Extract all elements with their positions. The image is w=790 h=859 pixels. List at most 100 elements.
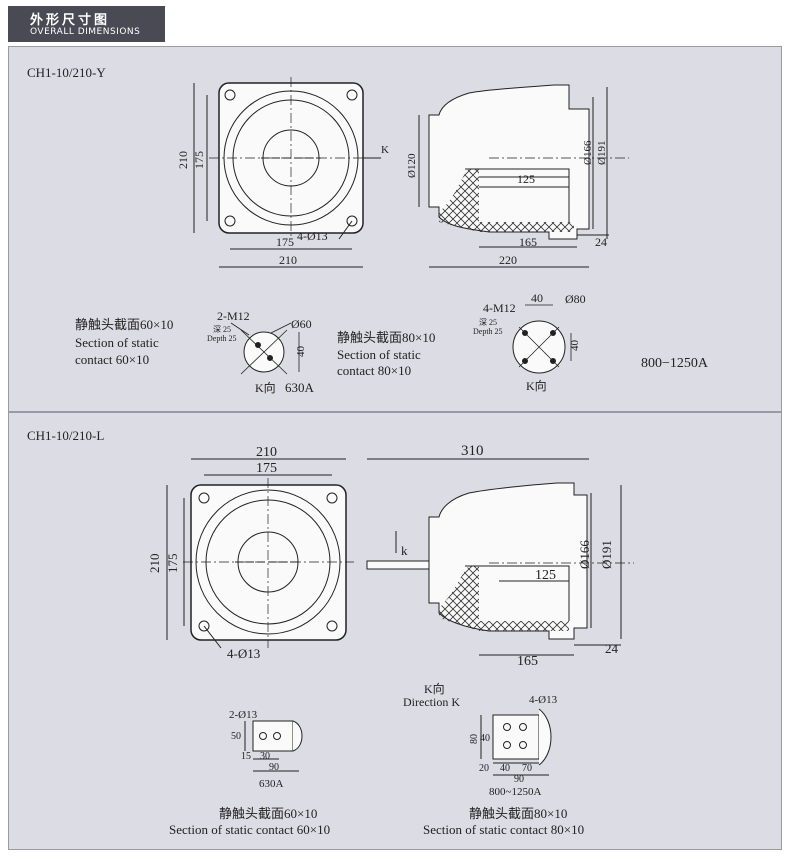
contact80-dim70: 70 xyxy=(522,763,532,774)
drawing-model-y: CH1-10/210-Y 210 175 175 210 4-Ø13 K xyxy=(27,65,709,395)
dim-height-inner: 175 xyxy=(165,554,180,574)
mount-hole-icon xyxy=(198,620,210,632)
bolt-hole-icon xyxy=(503,741,511,749)
contact60-label-en: Section of static contact 60×10 xyxy=(169,822,330,837)
k-view-label: K xyxy=(381,144,389,156)
mount-hole-icon xyxy=(346,215,358,227)
k-label: k xyxy=(401,543,408,558)
contact80-dim40-h: 40 xyxy=(500,763,510,774)
contact80-current: 800~1250A xyxy=(489,786,541,798)
thread-hole-icon xyxy=(255,342,261,348)
contact80-label-cn: 静触头截面80×10 xyxy=(469,806,567,821)
dim-125: 125 xyxy=(517,172,535,186)
bolt-hole-icon xyxy=(519,723,527,731)
contact80-dim40-side: 40 xyxy=(569,340,581,352)
front-view xyxy=(166,458,354,649)
contact80-bar xyxy=(492,714,540,760)
mount-hole-icon xyxy=(326,620,338,632)
panel-model-y: CH1-10/210-Y 210 175 175 210 4-Ø13 K xyxy=(8,46,782,412)
contact60-dim40: 40 xyxy=(295,346,307,358)
bolt-hole-icon xyxy=(259,732,267,740)
panel-model-l: CH1-10/210-L 210 175 210 175 4-Ø13 xyxy=(8,412,782,850)
contact60-dim90: 90 xyxy=(269,762,279,773)
dim-220: 220 xyxy=(499,253,517,267)
mount-hole-icon xyxy=(224,215,236,227)
contact60-section xyxy=(230,322,300,375)
contact-rod xyxy=(366,560,430,570)
contact60-depth-en: Depth 25 xyxy=(207,334,237,343)
contact60-holes: 2-Ø13 xyxy=(229,709,258,721)
dim-dia-191: Ø191 xyxy=(599,540,614,569)
dim-125: 125 xyxy=(535,568,556,583)
contact80-dia: Ø80 xyxy=(565,292,586,306)
bolt-hole-icon xyxy=(273,732,281,740)
contact80-label-en1: Section of static xyxy=(337,347,421,362)
contact80-current: 800−1250A xyxy=(641,356,709,371)
contact80-dim40-top: 40 xyxy=(531,291,543,305)
contact60-current: 630A xyxy=(285,380,315,395)
model-label: CH1-10/210-Y xyxy=(27,65,106,80)
contact80-depth-cn: 深 25 xyxy=(479,318,497,327)
mount-hole-icon xyxy=(346,89,358,101)
dim-dia-191: Ø191 xyxy=(596,141,608,165)
bolt-hole-icon xyxy=(519,741,527,749)
dim-width-outer: 210 xyxy=(279,253,297,267)
dim-24: 24 xyxy=(595,235,607,249)
contact80-k-view-cn: K向 xyxy=(424,681,445,696)
contact80-section xyxy=(512,304,572,374)
contact60-dia: Ø60 xyxy=(291,317,312,331)
contact80-depth-en: Depth 25 xyxy=(473,327,503,336)
contact80-label-cn: 静触头截面80×10 xyxy=(337,330,435,345)
contact60-label-cn: 静触头截面60×10 xyxy=(75,317,173,332)
header-title-cn: 外形尺寸图 xyxy=(30,13,111,28)
contact60-k-view: K向 xyxy=(255,380,276,395)
contact60-section xyxy=(244,720,303,772)
dim-width-outer: 210 xyxy=(256,445,277,460)
mount-hole-icon xyxy=(326,492,338,504)
contact80-holes: 4-Ø13 xyxy=(529,694,558,706)
dim-width-inner: 175 xyxy=(276,235,294,249)
contact60-label-en2: contact 60×10 xyxy=(75,352,149,367)
dim-height-outer: 210 xyxy=(176,151,190,169)
contact80-section xyxy=(480,708,552,776)
dim-165: 165 xyxy=(519,235,537,249)
contact80-k-view: K向 xyxy=(526,378,547,393)
contact80-dim20: 20 xyxy=(479,763,489,774)
dim-dia-166: Ø166 xyxy=(577,540,592,569)
dim-24: 24 xyxy=(605,641,619,656)
bolt-hole-icon xyxy=(503,723,511,731)
side-view xyxy=(366,458,634,656)
contact60-current: 630A xyxy=(259,778,284,790)
dim-165: 165 xyxy=(517,654,538,669)
contact60-dim30: 30 xyxy=(260,751,270,762)
contact80-dim90: 90 xyxy=(514,774,524,785)
front-view xyxy=(193,77,381,268)
section-header: 外形尺寸图 OVERALL DIMENSIONS xyxy=(8,6,165,42)
contact80-dim40-v: 40 xyxy=(480,733,490,744)
contact60-dim50: 50 xyxy=(231,731,241,742)
contact80-dim80: 80 xyxy=(469,734,480,744)
contact80-k-view-en: Direction K xyxy=(403,695,460,709)
header-title-en: OVERALL DIMENSIONS xyxy=(30,27,141,37)
contact60-label-cn: 静触头截面60×10 xyxy=(219,806,317,821)
contact60-depth-cn: 深 25 xyxy=(213,325,231,334)
side-view xyxy=(418,84,629,268)
holes-label: 4-Ø13 xyxy=(227,646,260,661)
contact60-dim15: 15 xyxy=(241,751,251,762)
dim-310: 310 xyxy=(461,443,484,459)
dim-dia-166: Ø166 xyxy=(582,140,594,165)
contact80-label-en: Section of static contact 80×10 xyxy=(423,822,584,837)
dim-dia-120: Ø120 xyxy=(406,153,418,178)
mount-hole-icon xyxy=(224,89,236,101)
contact80-label-en2: contact 80×10 xyxy=(337,363,411,378)
contact80-thread: 4-M12 xyxy=(483,301,516,315)
holes-label: 4-Ø13 xyxy=(297,229,328,243)
drawing-model-l: CH1-10/210-L 210 175 210 175 4-Ø13 xyxy=(27,428,634,837)
dim-height-outer: 210 xyxy=(147,554,162,574)
mount-hole-icon xyxy=(198,492,210,504)
contact60-label-en1: Section of static xyxy=(75,335,159,350)
dim-height-inner: 175 xyxy=(192,151,206,169)
dim-width-inner: 175 xyxy=(256,461,277,476)
model-label: CH1-10/210-L xyxy=(27,428,104,443)
contact60-thread: 2-M12 xyxy=(217,309,250,323)
